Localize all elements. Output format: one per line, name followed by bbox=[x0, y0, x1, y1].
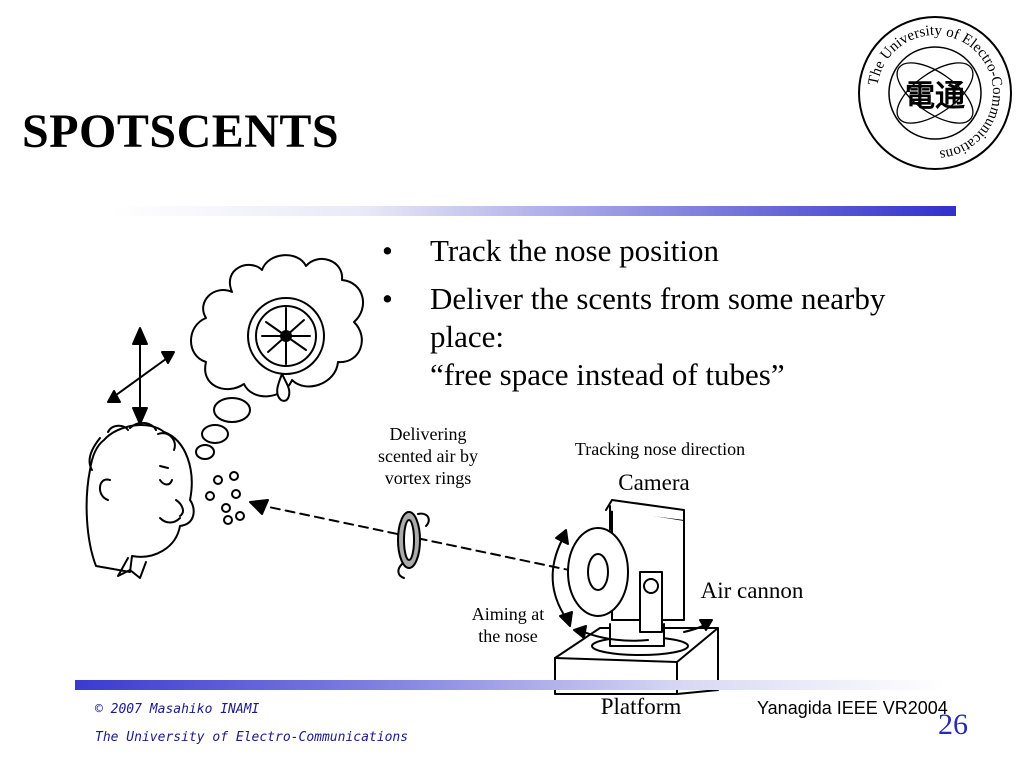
header-divider-band bbox=[110, 206, 956, 216]
seal-glyph: 電通 bbox=[905, 79, 965, 114]
platform-label: Platform bbox=[600, 694, 682, 719]
scent-bubbles bbox=[205, 471, 245, 525]
bullet-dot: • bbox=[382, 281, 393, 316]
aiming-rotation-arrows-icon bbox=[551, 529, 713, 642]
bullet-item: • Deliver the scents from some nearby pl… bbox=[382, 280, 902, 394]
bullet-list: • Track the nose position • Deliver the … bbox=[382, 232, 902, 404]
page-number: 26 bbox=[938, 708, 968, 741]
footer-copyright: © 2007 Masahiko INAMI bbox=[95, 702, 260, 717]
aiming-label-line: Aiming at bbox=[471, 604, 545, 624]
delivering-label-line: vortex rings bbox=[384, 468, 472, 488]
air-cannon-label: Air cannon bbox=[700, 578, 804, 603]
footer-credit: Yanagida IEEE VR2004 bbox=[757, 698, 948, 718]
delivering-label-line: scented air by bbox=[378, 446, 478, 466]
spotscents-illustration bbox=[85, 254, 719, 695]
tracking-label: Tracking nose direction bbox=[574, 439, 746, 459]
bullet-item: • Track the nose position bbox=[382, 232, 902, 270]
air-cannon-device bbox=[567, 499, 685, 647]
bullet-quote: “free space instead of tubes” bbox=[430, 357, 785, 392]
footer-university: The University of Electro-Communications bbox=[95, 730, 409, 745]
user-head-figure bbox=[85, 422, 195, 579]
vortex-ring-icon bbox=[397, 511, 430, 579]
movement-arrows-icon bbox=[107, 327, 175, 425]
camera-label: Camera bbox=[618, 470, 690, 495]
aiming-label: Aiming at the nose bbox=[460, 603, 556, 647]
trajectory-dashed-line bbox=[263, 505, 589, 575]
aiming-label-line: the nose bbox=[478, 626, 538, 646]
delivering-label-line: Delivering bbox=[389, 424, 467, 444]
university-seal-logo: The University of Electro-Communications… bbox=[858, 16, 1012, 170]
footer-divider-band bbox=[75, 680, 945, 690]
platform-base bbox=[554, 627, 719, 695]
bullet-text: Deliver the scents from some nearby plac… bbox=[430, 281, 886, 354]
slide-title: SPOTSCENTS bbox=[22, 105, 340, 158]
bullet-text: Track the nose position bbox=[430, 233, 720, 268]
trajectory-arrowhead bbox=[249, 499, 269, 515]
bullet-dot: • bbox=[382, 233, 393, 268]
delivering-label: Delivering scented air by vortex rings bbox=[356, 423, 500, 489]
thought-cloud bbox=[190, 254, 364, 460]
